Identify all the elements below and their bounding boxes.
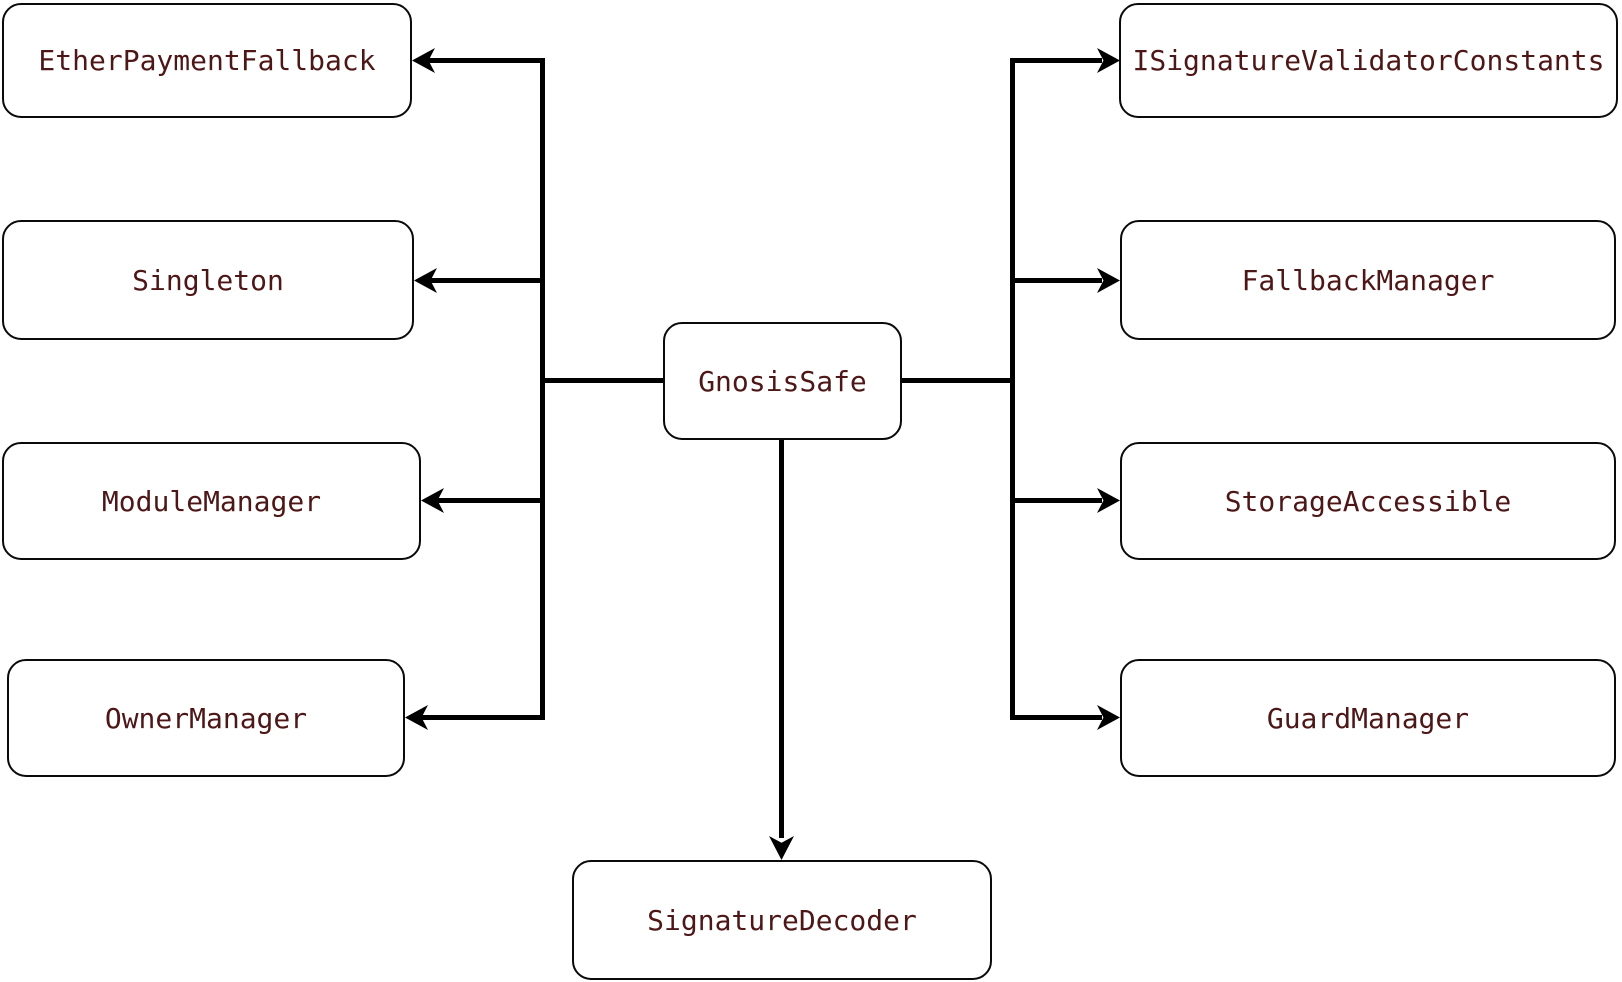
edge-to-fallbackmanager (1012, 278, 1102, 283)
node-label: Singleton (132, 263, 284, 297)
edge-to-isignaturevalidatorconstants (1012, 58, 1102, 63)
edge-gnosissafe-right (900, 378, 1015, 383)
node-fallbackmanager[interactable]: FallbackManager (1120, 220, 1616, 340)
edge-to-signaturedecoder (779, 440, 784, 838)
node-label: EtherPaymentFallback (38, 44, 376, 77)
edge-to-modulemanager (437, 498, 545, 503)
node-label: OwnerManager (104, 701, 308, 735)
node-singleton[interactable]: Singleton (2, 220, 414, 340)
node-label: FallbackManager (1241, 263, 1495, 297)
edge-to-singleton (430, 278, 545, 283)
node-label: GnosisSafe (698, 364, 867, 398)
node-isignaturevalidatorconstants[interactable]: ISignatureValidatorConstants (1119, 3, 1618, 118)
arrowhead-signaturedecoder-icon (769, 836, 794, 860)
edge-to-guardmanager (1012, 715, 1102, 720)
node-guardmanager[interactable]: GuardManager (1120, 659, 1616, 777)
node-ownermanager[interactable]: OwnerManager (7, 659, 405, 777)
node-label: StorageAccessible (1224, 484, 1512, 518)
edge-left-trunk (540, 58, 545, 720)
node-label: GuardManager (1266, 701, 1470, 735)
node-label: ModuleManager (101, 484, 322, 518)
node-label: SignatureDecoder (647, 903, 917, 937)
edge-to-storageaccessible (1012, 498, 1102, 503)
node-signaturedecoder[interactable]: SignatureDecoder (572, 860, 992, 980)
edge-to-ownermanager (421, 715, 545, 720)
edge-right-trunk (1010, 58, 1015, 720)
edge-gnosissafe-left (540, 378, 665, 383)
node-storageaccessible[interactable]: StorageAccessible (1120, 442, 1616, 560)
node-label: ISignatureValidatorConstants (1132, 44, 1605, 77)
node-etherpaymentfallback[interactable]: EtherPaymentFallback (2, 3, 412, 118)
node-gnosissafe[interactable]: GnosisSafe (663, 322, 902, 440)
node-modulemanager[interactable]: ModuleManager (2, 442, 421, 560)
edge-to-etherpaymentfallback (428, 58, 545, 63)
